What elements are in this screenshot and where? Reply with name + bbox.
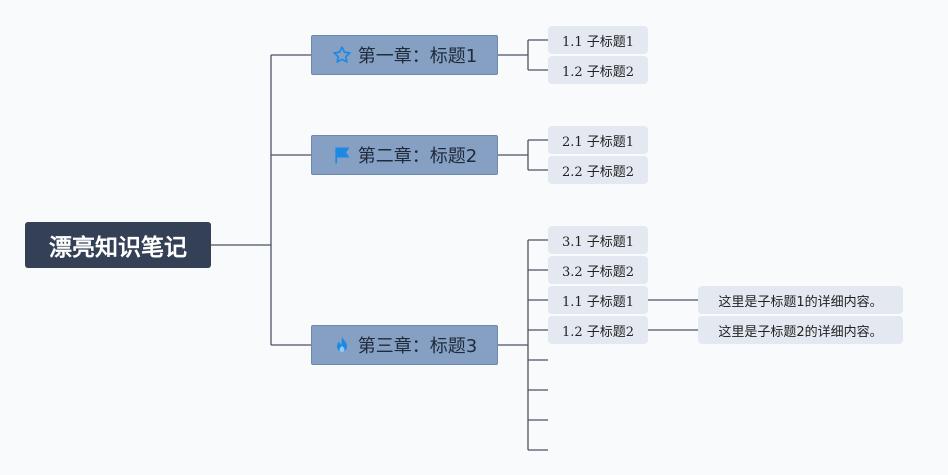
chapter-3-topic[interactable]: 第三章：标题3 xyxy=(311,325,498,365)
subtopic-2-1[interactable]: 2.1 子标题1 xyxy=(548,126,648,154)
connector-root xyxy=(211,54,311,346)
detail-label: 这里是子标题2的详细内容。 xyxy=(718,324,883,340)
subtopic-3-1[interactable]: 3.1 子标题1 xyxy=(548,226,648,254)
subtopic-label: 3.2 子标题2 xyxy=(561,264,635,280)
subtopic-1-2[interactable]: 1.2 子标题2 xyxy=(548,56,648,84)
detail-node-2[interactable]: 这里是子标题2的详细内容。 xyxy=(698,316,903,344)
subtopic-label: 1.1 子标题1 xyxy=(561,34,635,50)
subtopic-label: 1.1 子标题1 xyxy=(561,294,635,310)
root-topic-label: 漂亮知识笔记 xyxy=(49,235,187,261)
star-icon xyxy=(332,45,352,65)
chapter-1-topic[interactable]: 第一章：标题1 xyxy=(311,35,498,75)
subtopic-label: 1.2 子标题2 xyxy=(561,324,635,340)
connector-chapter-1 xyxy=(498,39,548,71)
connector-chapter-2 xyxy=(498,139,548,171)
subtopic-3-3[interactable]: 1.1 子标题1 xyxy=(548,286,648,314)
chapter-1-label: 第一章：标题1 xyxy=(357,46,478,67)
detail-label: 这里是子标题1的详细内容。 xyxy=(718,294,883,310)
subtopic-3-2[interactable]: 3.2 子标题2 xyxy=(548,256,648,284)
chapter-2-label: 第二章：标题2 xyxy=(357,146,478,167)
chapter-3-label: 第三章：标题3 xyxy=(357,336,478,357)
subtopic-label: 2.2 子标题2 xyxy=(561,164,635,180)
detail-node-1[interactable]: 这里是子标题1的详细内容。 xyxy=(698,286,903,314)
fire-icon xyxy=(332,335,352,355)
subtopic-label: 1.2 子标题2 xyxy=(561,64,635,80)
subtopic-label: 2.1 子标题1 xyxy=(561,134,635,150)
subtopic-label: 3.1 子标题1 xyxy=(561,234,635,250)
subtopic-2-2[interactable]: 2.2 子标题2 xyxy=(548,156,648,184)
subtopic-1-1[interactable]: 1.1 子标题1 xyxy=(548,26,648,54)
chapter-2-topic[interactable]: 第二章：标题2 xyxy=(311,135,498,175)
root-topic[interactable]: 漂亮知识笔记 xyxy=(25,222,211,268)
connector-chapter-3 xyxy=(498,239,548,451)
connector-details xyxy=(648,299,698,331)
subtopic-3-4[interactable]: 1.2 子标题2 xyxy=(548,316,648,344)
flag-icon xyxy=(332,145,352,165)
